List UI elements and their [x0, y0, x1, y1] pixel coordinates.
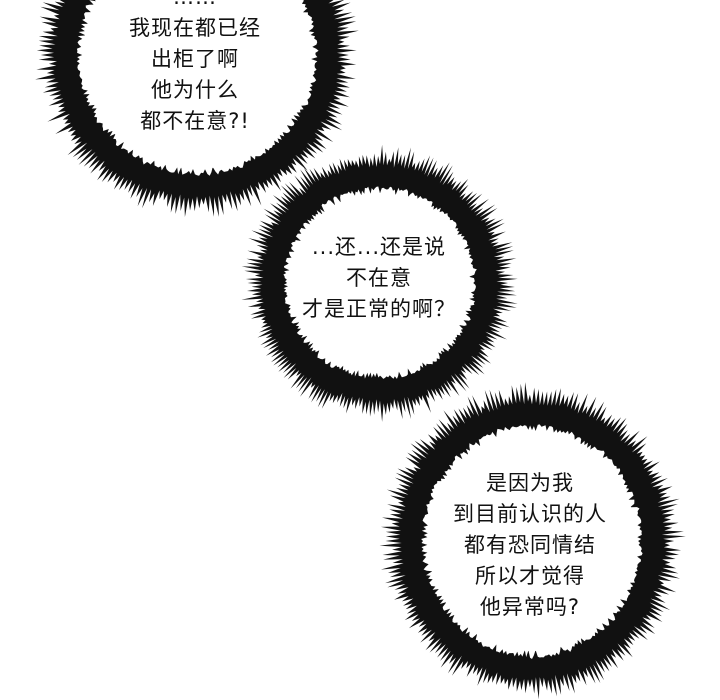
speech-bubble-1-text: …… 我现在都已经 出柜了啊 他为什么 都不在意?! [95, 0, 295, 137]
speech-bubble-1-line-2: 我现在都已经 [129, 16, 261, 40]
speech-bubble-2-line-1: ...还...还是说 [311, 235, 447, 259]
speech-bubble-3-line-1: 是因为我 [486, 471, 574, 495]
speech-bubble-3-border [379, 382, 686, 700]
speech-bubble-2-text: ...还...还是说 不在意 才是正常的啊？ [279, 232, 479, 325]
speech-bubble-1-line-3: 出柜了啊 [151, 47, 239, 71]
speech-bubble-2-line-2: 不在意 [346, 266, 412, 290]
speech-bubble-1-line-1: …… [95, 0, 295, 13]
speech-bubble-3-line-5: 他异常吗? [479, 595, 581, 619]
speech-bubble-3-line-2: 到目前认识的人 [453, 502, 607, 526]
speech-bubble-3-text: 是因为我 到目前认识的人 都有恐同情结 所以才觉得 他异常吗? [430, 468, 630, 623]
speech-bubble-2-line-3: 才是正常的啊？ [302, 297, 456, 321]
speech-bubble-1-line-4: 他为什么 [151, 78, 239, 102]
speech-bubble-3-line-4: 所以才觉得 [475, 564, 585, 588]
speech-bubble-1-border [35, 0, 359, 217]
speech-bubble-1-line-5: 都不在意?! [140, 109, 250, 133]
speech-bubble-3-line-3: 都有恐同情结 [464, 533, 596, 557]
speech-bubble-2-border [241, 144, 518, 422]
